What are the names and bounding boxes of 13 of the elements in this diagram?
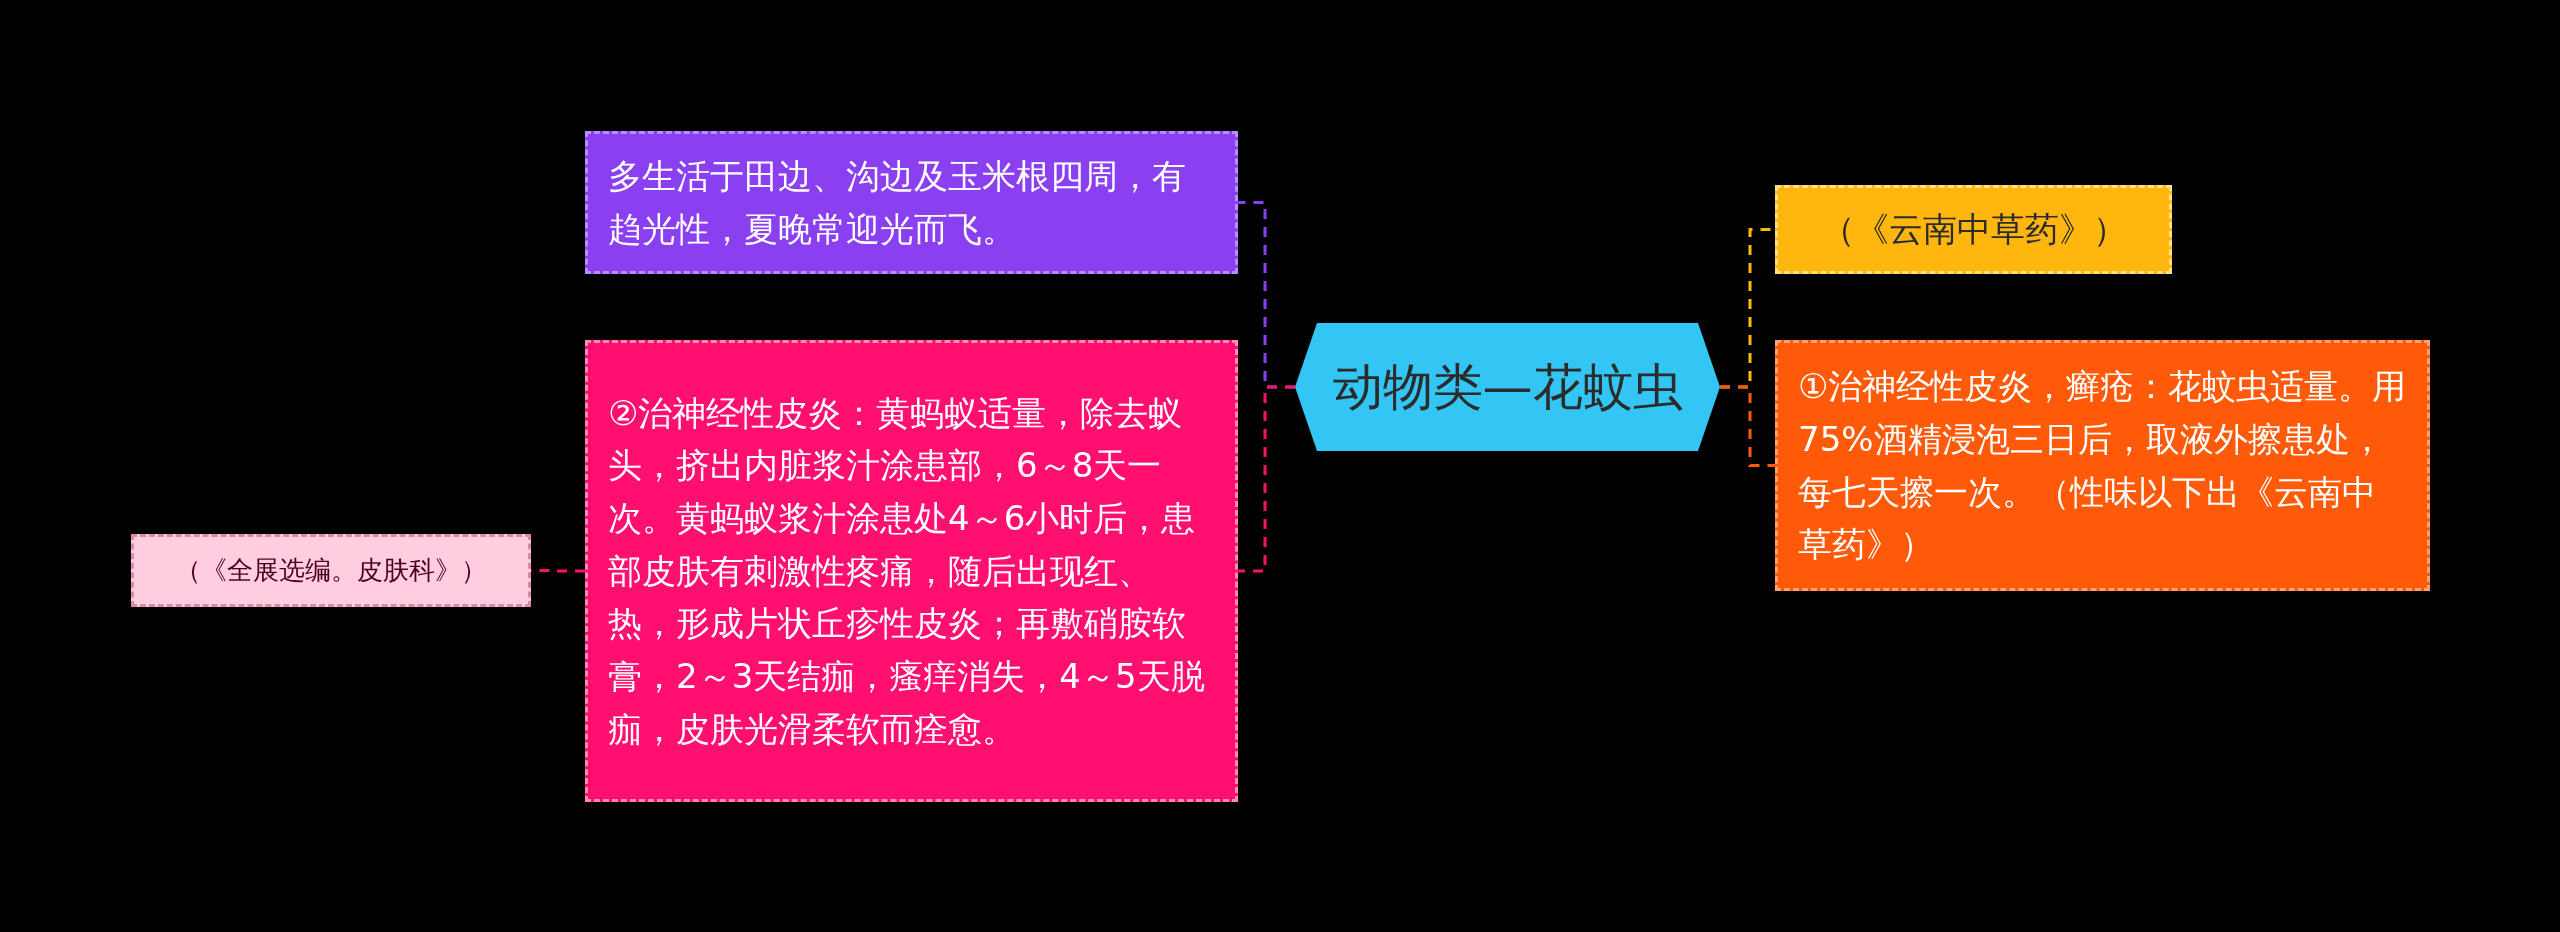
connector-line	[1238, 385, 1295, 573]
card-text: ②治神经性皮炎：黄蚂蚁适量，除去蚁头，挤出内脏浆汁涂患部，6～8天一次。黄蚂蚁浆汁涂患处4～6小时后，患部皮肤有刺激性疼痛，随后出现红、热，形成片状丘疹性皮炎；再敷硝胺软膏，2～3天结痂，瘙痒消失，4～5天脱痂，皮肤光滑柔软而痊愈。	[608, 391, 1206, 751]
connector-line	[1720, 385, 1775, 467]
card-text: （《全展选编。皮肤科》）	[175, 554, 487, 588]
topic-title: 动物类—花蚊虫	[1332, 356, 1683, 418]
topic-card	[1775, 185, 2172, 274]
card-text: 多生活于田边、沟边及玉米根四周，有趋光性，夏晚常迎光而飞。	[608, 154, 1187, 251]
topic-card	[131, 534, 531, 607]
topic-card	[585, 340, 1238, 802]
card-text: ①治神经性皮炎，癣疮：花蚊虫适量。用75%酒精浸泡三日后，取液外擦患处，每七天擦一次。（性味以下出《云南中草药》）	[1798, 365, 2407, 567]
topic-card	[1775, 340, 2430, 591]
card-text: （《云南中草药》）	[1820, 208, 2127, 252]
topic-card	[585, 131, 1238, 274]
